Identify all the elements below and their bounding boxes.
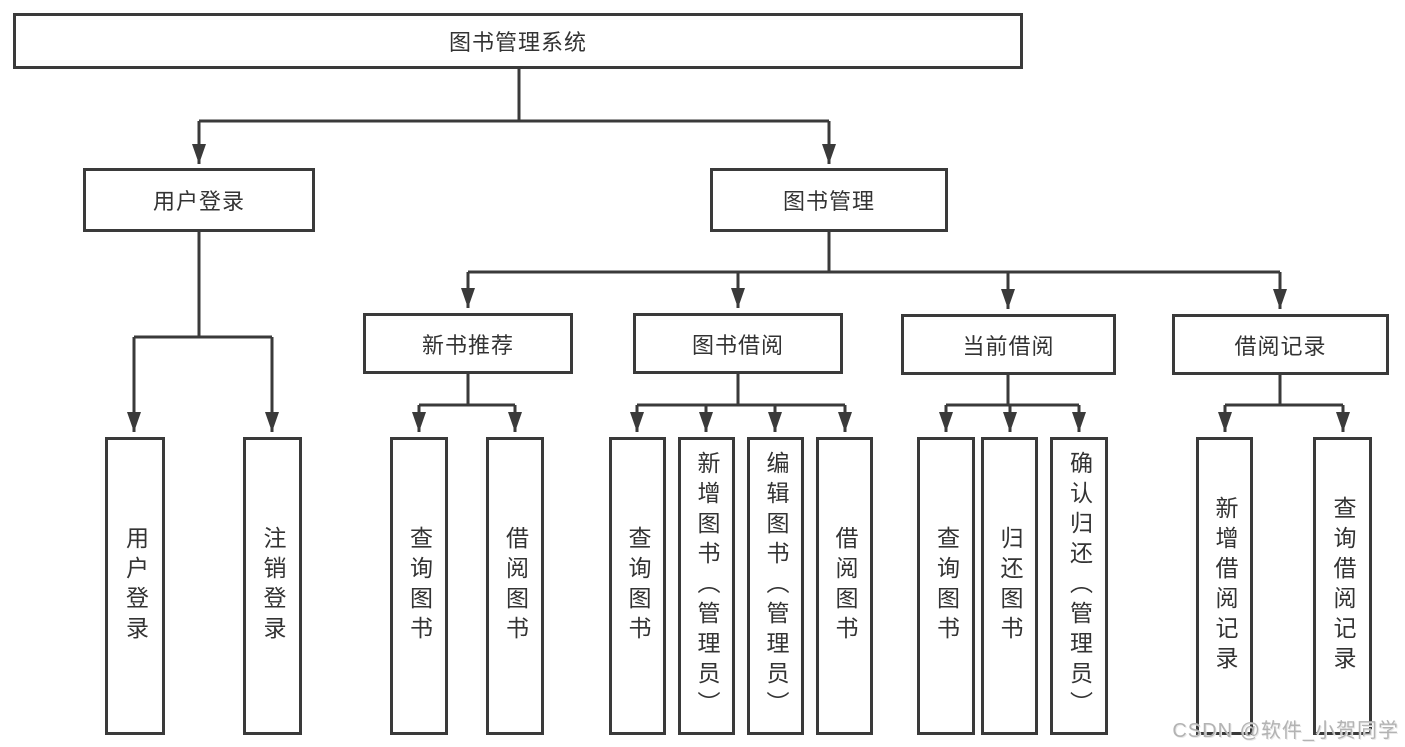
node-book-borrow-label: 图书借阅 — [691, 332, 784, 358]
leaf-add-borrow-record-label: 新增借阅记录 — [1212, 496, 1238, 676]
leaf-logout-label: 注销登录 — [260, 526, 286, 646]
node-current-borrow-label: 当前借阅 — [962, 333, 1055, 359]
leaf-add-book-admin: 新增图书（管理员） — [678, 437, 735, 735]
leaf-confirm-return-admin: 确认归还（管理员） — [1050, 437, 1108, 735]
node-borrow-records-label: 借阅记录 — [1234, 333, 1327, 359]
leaf-query-book-current-label: 查询图书 — [933, 526, 960, 646]
leaf-query-borrow-record: 查询借阅记录 — [1313, 437, 1372, 735]
node-new-book-recommend: 新书推荐 — [363, 313, 573, 374]
leaf-query-book-borrow: 查询图书 — [609, 437, 666, 735]
node-borrow-records: 借阅记录 — [1172, 314, 1389, 375]
leaf-query-book-current: 查询图书 — [917, 437, 975, 735]
leaf-add-borrow-record: 新增借阅记录 — [1196, 437, 1253, 735]
leaf-borrow-book: 借阅图书 — [816, 437, 873, 735]
leaf-add-book-admin-label: 新增图书（管理员） — [694, 451, 720, 721]
node-user-login: 用户登录 — [83, 168, 315, 232]
node-new-book-recommend-label: 新书推荐 — [421, 332, 514, 358]
node-current-borrow: 当前借阅 — [901, 314, 1116, 375]
node-user-login-label: 用户登录 — [152, 189, 245, 214]
leaf-confirm-return-admin-label: 确认归还（管理员） — [1066, 451, 1093, 721]
leaf-borrow-book-recommend: 借阅图书 — [486, 437, 544, 735]
leaf-query-borrow-record-label: 查询借阅记录 — [1330, 496, 1356, 676]
node-library-system-label: 图书管理系统 — [448, 30, 587, 55]
node-library-system: 图书管理系统 — [13, 13, 1023, 69]
leaf-query-book-recommend-label: 查询图书 — [406, 526, 433, 646]
leaf-logout: 注销登录 — [243, 437, 302, 735]
node-book-management-label: 图书管理 — [782, 189, 875, 214]
leaf-return-book: 归还图书 — [981, 437, 1038, 735]
node-book-borrow: 图书借阅 — [633, 313, 843, 374]
leaf-edit-book-admin-label: 编辑图书（管理员） — [763, 451, 789, 721]
leaf-edit-book-admin: 编辑图书（管理员） — [747, 437, 804, 735]
leaf-borrow-book-label: 借阅图书 — [832, 526, 858, 646]
csdn-watermark: CSDN @软件_小贺同学 — [1172, 720, 1399, 742]
leaf-user-login: 用户登录 — [105, 437, 165, 735]
node-book-management: 图书管理 — [710, 168, 948, 232]
leaf-borrow-book-recommend-label: 借阅图书 — [502, 526, 529, 646]
leaf-query-book-recommend: 查询图书 — [390, 437, 448, 735]
leaf-user-login-label: 用户登录 — [122, 526, 149, 646]
leaf-query-book-borrow-label: 查询图书 — [625, 526, 651, 646]
leaf-return-book-label: 归还图书 — [997, 526, 1023, 646]
